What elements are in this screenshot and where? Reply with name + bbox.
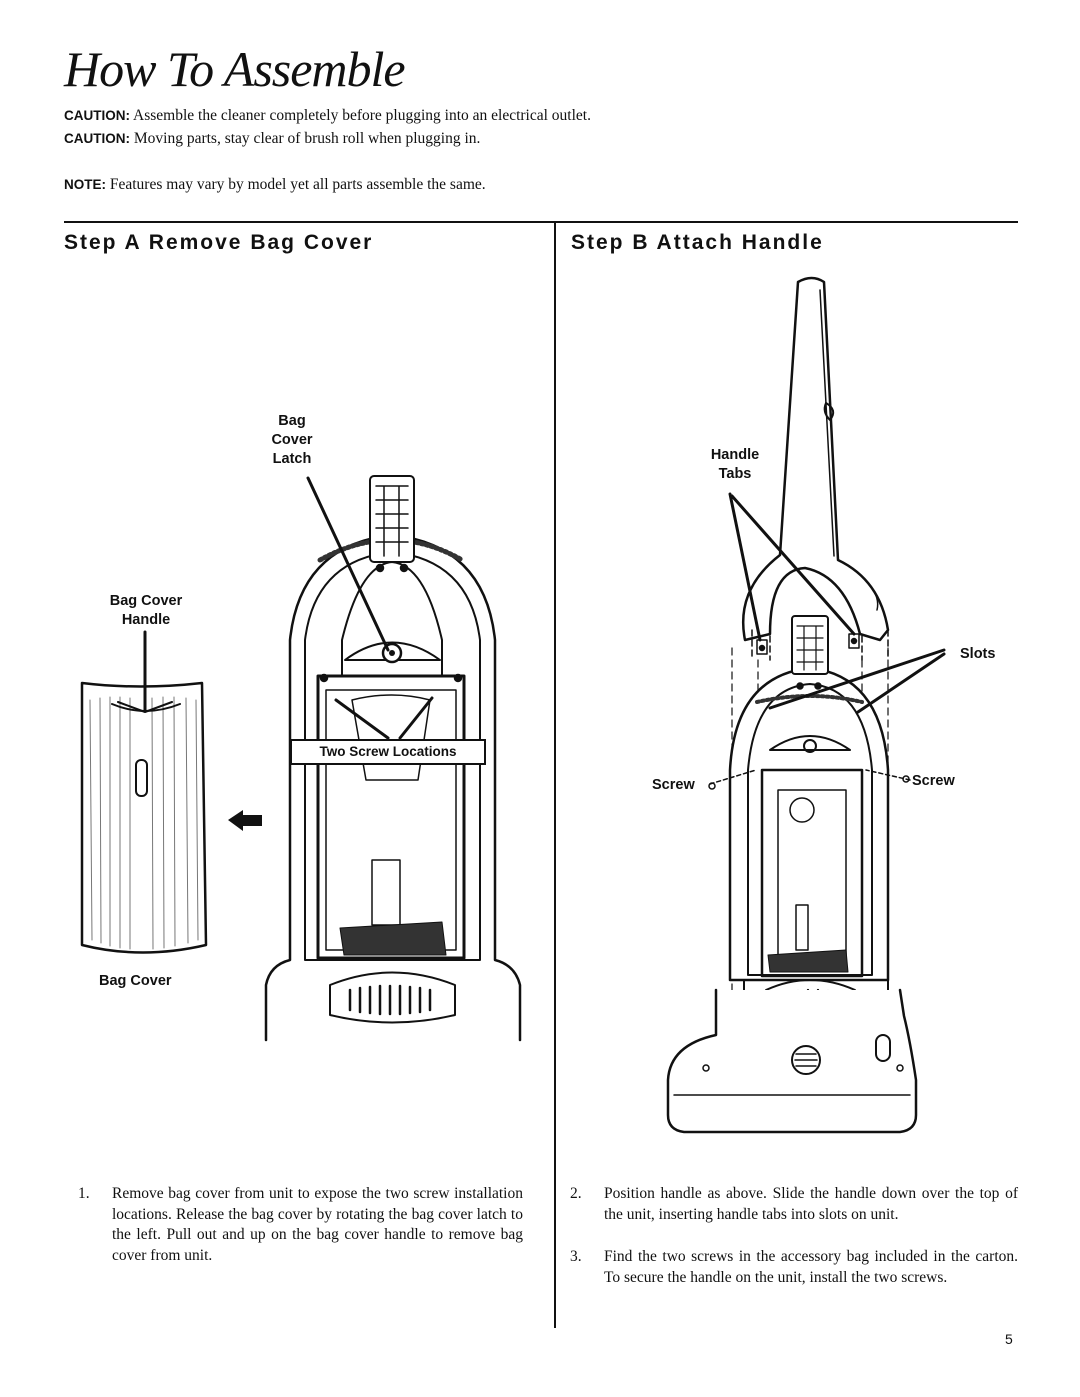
label-slots: Slots [960, 646, 996, 662]
step-number: 2. [570, 1185, 582, 1202]
label-handle-tabs: Handle Tabs [700, 446, 770, 484]
label-line: Cover [271, 432, 313, 448]
page-title: How To Assemble [64, 41, 406, 97]
page-number: 5 [1005, 1331, 1013, 1347]
label-bag-cover-latch: Bag Cover Latch [264, 412, 320, 469]
label-line: Handle [710, 447, 760, 463]
bag-cover-panel [80, 681, 208, 954]
caution-line-1: CAUTION: Assemble the cleaner completely… [64, 107, 591, 125]
note-text: Features may vary by model yet all parts… [109, 176, 486, 193]
label-line: Bag Cover [109, 593, 183, 609]
step-a-heading: Step A Remove Bag Cover [64, 231, 374, 254]
step-number: 3. [570, 1248, 582, 1265]
caution-label: CAUTION: [64, 131, 130, 146]
step-number: 1. [78, 1185, 90, 1202]
instruction-text: Remove bag cover from unit to expose the… [112, 1185, 523, 1264]
note-line: NOTE: Features may vary by model yet all… [64, 176, 486, 194]
caution-label: CAUTION: [64, 108, 130, 123]
caution-line-2: CAUTION: Moving parts, stay clear of bru… [64, 130, 480, 148]
direction-arrow [228, 810, 262, 831]
section-divider [64, 221, 1018, 223]
instruction-1: 1. Remove bag cover from unit to expose … [78, 1184, 523, 1266]
label-bag-cover: Bag Cover [99, 973, 172, 989]
column-divider [554, 222, 556, 1328]
label-two-screw-locations: Two Screw Locations [290, 739, 486, 765]
note-label: NOTE: [64, 177, 106, 192]
label-line: Bag [278, 413, 306, 429]
caution-text: Assemble the cleaner completely before p… [133, 107, 591, 124]
handle-assembly [741, 276, 890, 661]
label-screw-right: Screw [912, 773, 955, 789]
vacuum-unit-b [666, 615, 918, 1134]
label-line: Latch [272, 451, 312, 467]
label-line: Tabs [718, 466, 752, 482]
instruction-3: 3. Find the two screws in the accessory … [570, 1247, 1018, 1288]
instruction-text: Position handle as above. Slide the hand… [604, 1185, 1018, 1223]
step-b-heading: Step B Attach Handle [571, 231, 824, 254]
instruction-text: Find the two screws in the accessory bag… [604, 1248, 1018, 1286]
label-bag-cover-handle: Bag Cover Handle [96, 592, 196, 630]
label-screw-left: Screw [652, 777, 695, 793]
instruction-2: 2. Position handle as above. Slide the h… [570, 1184, 1018, 1225]
label-line: Handle [121, 612, 171, 628]
caution-text: Moving parts, stay clear of brush roll w… [133, 130, 481, 147]
vacuum-unit-a [264, 475, 522, 1042]
